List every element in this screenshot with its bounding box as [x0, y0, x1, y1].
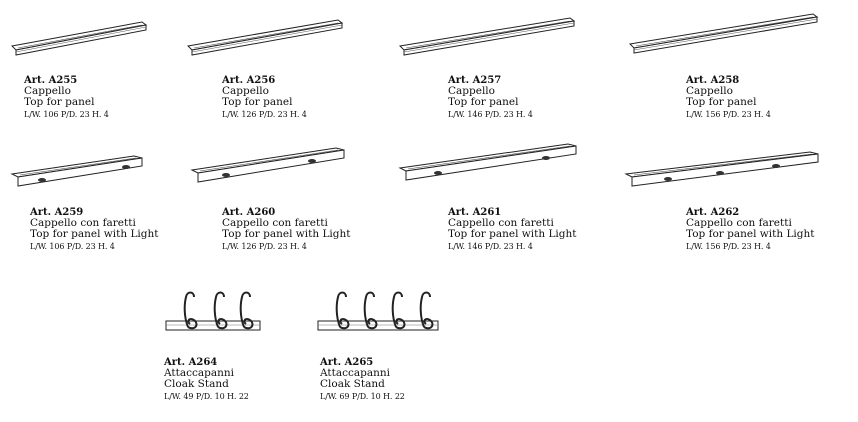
top-panel-light-illustration [624, 151, 819, 187]
product-description: Top for panel [222, 96, 293, 109]
article-number: Art. A261 [448, 207, 502, 218]
top-panel-illustration [398, 17, 576, 56]
product-name: Cappello [24, 85, 71, 98]
product-dimensions: L/W. 126 P/D. 23 H. 4 [222, 241, 307, 251]
product-dimensions: L/W. 126 P/D. 23 H. 4 [222, 109, 307, 119]
product-description: Top for panel with Light [448, 228, 577, 241]
product-dimensions: L/W. 146 P/D. 23 H. 4 [448, 241, 533, 251]
article-number: Art. A260 [222, 207, 276, 218]
article-number: Art. A265 [320, 357, 374, 368]
product-name: Attaccapanni [320, 367, 390, 380]
product-dimensions: L/W. 156 P/D. 23 H. 4 [686, 109, 771, 119]
product-description: Top for panel [24, 96, 95, 109]
top-panel-light-illustration [398, 143, 577, 181]
article-number: Art. A264 [164, 357, 218, 368]
article-number: Art. A256 [222, 75, 276, 86]
top-panel-illustration [10, 21, 148, 56]
article-number: Art. A259 [30, 207, 84, 218]
product-dimensions: L/W. 49 P/D. 10 H. 22 [164, 391, 249, 401]
product-dimensions: L/W. 106 P/D. 23 H. 4 [24, 109, 109, 119]
product-description: Top for panel with Light [30, 228, 159, 241]
product-name: Cappello [448, 85, 495, 98]
product-name: Cappello con faretti [30, 217, 136, 230]
product-name: Cappello [686, 85, 733, 98]
product-description: Cloak Stand [164, 378, 229, 391]
product-dimensions: L/W. 156 P/D. 23 H. 4 [686, 241, 771, 251]
article-number: Art. A262 [686, 207, 740, 218]
product-name: Cappello con faretti [686, 217, 792, 230]
cloak-stand-illustration [165, 291, 261, 331]
product-description: Top for panel with Light [686, 228, 815, 241]
top-panel-illustration [186, 19, 344, 56]
article-number: Art. A257 [448, 75, 502, 86]
product-description: Top for panel [686, 96, 757, 109]
product-dimensions: L/W. 106 P/D. 23 H. 4 [30, 241, 115, 251]
top-panel-light-illustration [10, 155, 143, 187]
product-description: Top for panel [448, 96, 519, 109]
product-dimensions: L/W. 69 P/D. 10 H. 22 [320, 391, 405, 401]
top-panel-light-illustration [190, 147, 345, 183]
product-name: Cappello con faretti [448, 217, 554, 230]
top-panel-illustration [628, 13, 819, 54]
cloak-stand-illustration [317, 291, 439, 331]
product-name: Cappello con faretti [222, 217, 328, 230]
article-number: Art. A258 [686, 75, 740, 86]
product-description: Cloak Stand [320, 378, 385, 391]
product-name: Attaccapanni [164, 367, 234, 380]
product-description: Top for panel with Light [222, 228, 351, 241]
article-number: Art. A255 [24, 75, 78, 86]
product-dimensions: L/W. 146 P/D. 23 H. 4 [448, 109, 533, 119]
product-name: Cappello [222, 85, 269, 98]
